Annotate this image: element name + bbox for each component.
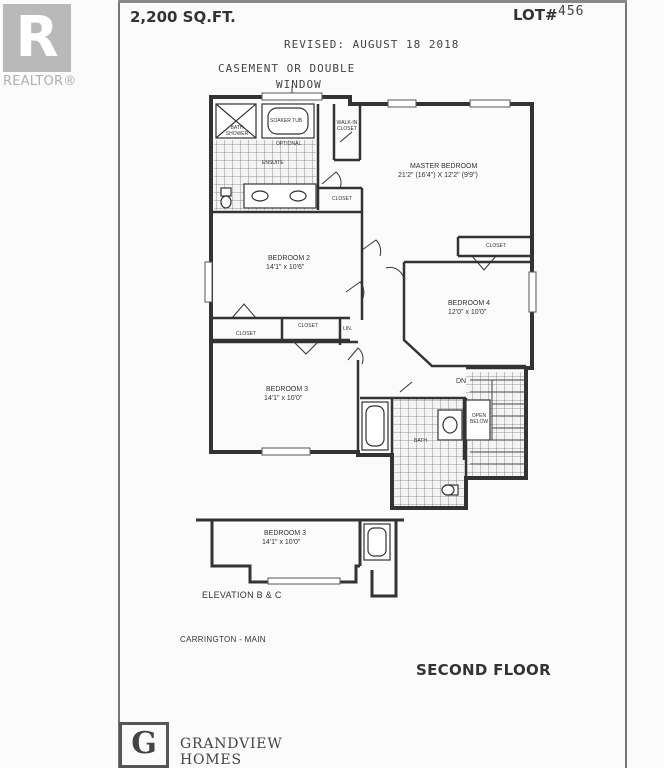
elevation-bedroom-3-title: BEDROOM 3 bbox=[264, 530, 307, 537]
sheet-border-top bbox=[118, 0, 627, 3]
brand-line-1: GRANDVIEW bbox=[180, 736, 283, 752]
casement-note: CASEMENT OR DOUBLE bbox=[218, 62, 356, 75]
door-swings bbox=[231, 131, 497, 393]
bath-label: BATH bbox=[414, 438, 427, 444]
realtor-label: REALTOR® bbox=[3, 74, 77, 89]
ensuite-fixtures bbox=[215, 103, 317, 209]
grandview-logo-letter: G bbox=[131, 726, 157, 761]
master-bedroom-title: MASTER BEDROOM bbox=[410, 163, 478, 170]
ensuite-closet-label: CLOSET bbox=[332, 196, 353, 202]
stairs-down-label: DN bbox=[456, 378, 467, 385]
bedroom-4-title: BEDROOM 4 bbox=[448, 300, 491, 307]
bedroom-4-dims: 12'0" x 10'0" bbox=[448, 309, 487, 316]
lot-number: 456 bbox=[558, 4, 585, 19]
model-name: CARRINGTON - MAIN bbox=[180, 635, 266, 644]
realtor-logo-letter: R bbox=[15, 5, 59, 70]
elevation-window bbox=[267, 577, 341, 585]
master-bedroom-dims: 21'2" (16'4") X 12'2" (9'9") bbox=[398, 172, 478, 179]
floor-label: SECOND FLOOR bbox=[416, 661, 551, 679]
master-closet-label: CLOSET bbox=[486, 243, 507, 249]
grandview-logo-icon bbox=[119, 722, 169, 768]
bedroom-2-dims: 14'1" x 10'6" bbox=[266, 264, 305, 271]
linen-label: LIN. bbox=[343, 326, 353, 332]
sheet-border-left bbox=[118, 0, 120, 768]
bath-fixtures bbox=[361, 399, 491, 496]
bedroom-2-title: BEDROOM 2 bbox=[268, 255, 311, 262]
bath-shower-label: BATH SHOWER bbox=[225, 125, 249, 137]
square-footage: 2,200 SQ.FT. bbox=[130, 8, 236, 26]
bedroom-3-title: BEDROOM 3 bbox=[266, 386, 309, 393]
windows bbox=[204, 92, 537, 456]
elevation-label: ELEVATION B & C bbox=[202, 590, 282, 600]
ensuite-label: ENSUITE bbox=[262, 160, 284, 166]
lot-label: LOT# bbox=[513, 6, 558, 24]
revised-date: REVISED: AUGUST 18 2018 bbox=[284, 38, 460, 51]
open-below-label: OPEN BELOW bbox=[470, 413, 489, 425]
sheet-border-right bbox=[625, 0, 627, 768]
bedroom-3-closet-label: CLOSET bbox=[298, 323, 319, 329]
realtor-logo-icon bbox=[3, 4, 71, 72]
casement-note-window: WINDOW bbox=[276, 78, 322, 91]
optional-label: OPTIONAL bbox=[276, 141, 302, 147]
interior-walls bbox=[211, 104, 532, 478]
realtor-watermark: R REALTOR® bbox=[0, 0, 76, 92]
elevation-bedroom-3-dims: 14'1" x 10'0" bbox=[262, 539, 301, 546]
stair-treads bbox=[470, 379, 526, 465]
walk-in-closet-label: WALK-IN CLOSET bbox=[336, 120, 358, 132]
bedroom-2-closet-label: CLOSET bbox=[236, 331, 257, 337]
elevation-tub bbox=[363, 523, 391, 561]
elevation-inset bbox=[196, 518, 404, 598]
brand-line-2: HOMES bbox=[180, 752, 242, 768]
soaker-tub-label: SOAKER TUB bbox=[270, 118, 303, 124]
bedroom-3-dims: 14'1" x 10'0" bbox=[264, 395, 303, 402]
